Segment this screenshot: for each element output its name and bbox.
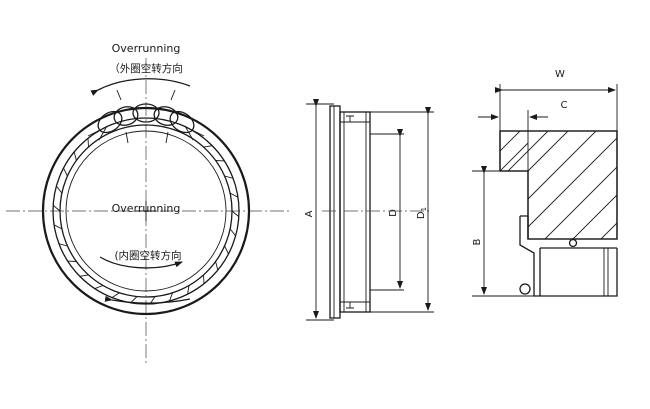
sprag-mark [56,185,63,194]
side-view: A D D1 [304,99,434,321]
sprag-elements [52,138,240,305]
sprag-mark [187,285,190,295]
sprag-mark [79,274,89,277]
outer-ring-outer-edge [41,106,251,316]
dimension-W-label: W [555,69,565,80]
sprag-mark [73,151,77,161]
inner-overrunning-arrow [99,256,183,269]
sprag-mark [203,274,205,284]
side-body [339,111,371,313]
outer-overrunning-cn-label: （外圈空转方向 [109,62,183,75]
sprag-mark [53,224,63,230]
sprag-mark [224,245,229,255]
sprag-mark [94,285,104,290]
sprag-mark [52,205,61,212]
sprag-mark [130,296,138,304]
section-view: W C B [472,69,618,297]
dimension-A-label: A [304,210,315,217]
sprag-mark [168,292,174,302]
side-flange-left [329,105,341,319]
sprag-mark [87,138,89,148]
section-hatching [500,131,617,239]
dimension-D-label: D [388,209,399,217]
inner-race-inner-edge [65,130,227,292]
sprag-mark [229,192,239,198]
bottom-rotation-arrow [104,295,191,304]
sprag-mark [58,243,68,247]
section-cage [519,215,535,290]
outer-overrunning-arrow [90,78,191,96]
sprag-mark [63,167,68,177]
sprag-cluster [87,103,205,141]
front-view: Overrunning （外圈空转方向 Overrunning (内圈空转方向 [6,42,292,365]
sprag-mark [111,292,120,298]
dimension-B-label: B [472,238,483,245]
dimension-C-label: C [561,100,568,111]
sprag-mark [224,175,234,179]
sprag-mark [231,210,240,217]
outer-overrunning-label: Overrunning [112,42,181,55]
inner-overrunning-label: Overrunning [112,202,181,215]
sprag-mark [229,228,236,237]
outer-ring-inner-edge [52,117,240,305]
sprag-mark [203,145,213,148]
dimension-D1-label: D1 [416,207,428,219]
sprag-mark [215,261,219,271]
inner-overrunning-cn-label: (内圈空转方向 [114,249,181,262]
